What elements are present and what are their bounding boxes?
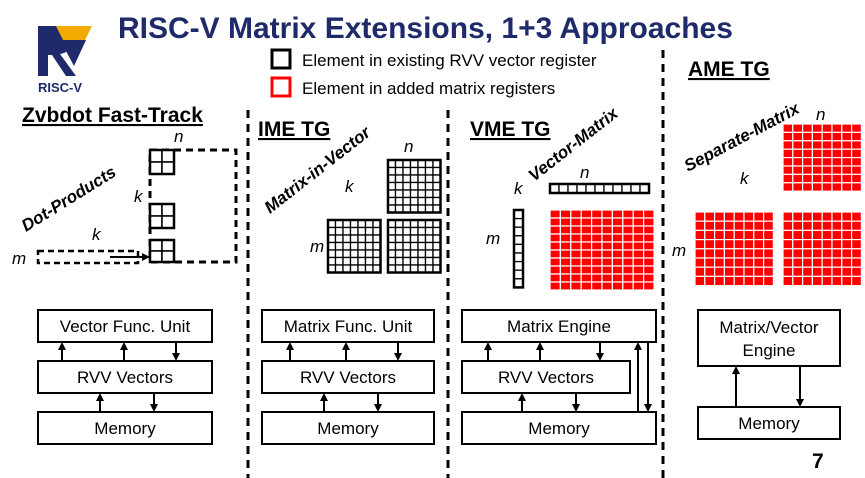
legend: Element in existing RVV vector register … — [270, 48, 597, 98]
blocks-vme: Matrix Engine RVV Vectors Memory — [461, 309, 657, 445]
dot-product-cells-bottom-left — [148, 238, 176, 264]
legend-red-swatch — [270, 76, 292, 98]
box-rvv-vectors-1-label: RVV Vectors — [77, 368, 173, 387]
box-memory-1 — [37, 411, 213, 445]
box-matrix-vector-engine — [697, 309, 841, 367]
diagram-label-zvbdot: Dot-Products — [18, 162, 119, 235]
dot-product-cells-mid-left — [148, 202, 176, 230]
box-matrix-vector-engine-label-2: Engine — [743, 341, 796, 360]
dot-product-cells — [148, 148, 176, 264]
dim-k-vertical-zvbdot: k — [134, 187, 144, 206]
ame-matrix-a — [694, 211, 774, 287]
logo-text: RISC-V — [38, 80, 82, 95]
heading-zvbdot: Zvbdot Fast-Track — [22, 104, 203, 127]
vme-matrix-red — [549, 209, 655, 291]
heading-vme: VME TG — [470, 118, 551, 141]
box-matrix-engine-label: Matrix Engine — [507, 317, 611, 336]
box-vector-func-unit — [37, 309, 213, 343]
box-matrix-engine — [461, 309, 657, 343]
box-matrix-vector-engine-label-1: Matrix/Vector — [719, 318, 819, 337]
section-ime: IME TG Matrix-in-Vector n k m — [258, 118, 442, 274]
slide-title: RISC-V Matrix Extensions, 1+3 Approaches — [118, 12, 733, 45]
dim-k-vme: k — [514, 179, 524, 198]
dim-k-ame: k — [740, 169, 750, 188]
legend-black-swatch — [270, 48, 292, 70]
box-memory-3-label: Memory — [528, 419, 590, 438]
box-rvv-vectors-2-label: RVV Vectors — [300, 368, 396, 387]
box-memory-4 — [697, 406, 841, 440]
section-zvbdot: Zvbdot Fast-Track Dot-Products n k k m — [12, 104, 238, 268]
ime-matrices — [326, 158, 442, 274]
dim-k-horizontal-zvbdot: k — [92, 225, 102, 244]
box-memory-2-label: Memory — [317, 419, 379, 438]
ame-matrices — [694, 123, 862, 287]
box-rvv-vectors-3 — [461, 360, 631, 394]
ime-matrix-b — [386, 158, 442, 214]
box-rvv-vectors-3-label: RVV Vectors — [498, 368, 594, 387]
dot-product-cells-top-left — [148, 148, 176, 176]
heading-ime: IME TG — [258, 118, 330, 141]
dim-n-zvbdot: n — [174, 127, 183, 146]
dim-k-ime: k — [345, 177, 355, 196]
dim-n-ame: n — [816, 105, 825, 124]
dim-m-zvbdot: m — [12, 249, 26, 268]
section-ame: Separate-Matrix n k m — [672, 98, 862, 287]
dim-m-ime: m — [310, 237, 324, 256]
blocks-ime: Matrix Func. Unit RVV Vectors Memory — [261, 309, 435, 445]
vme-matrices — [512, 182, 655, 291]
blocks-ame: Matrix/Vector Engine Memory — [697, 309, 841, 440]
dim-m-ame: m — [672, 241, 686, 260]
box-rvv-vectors-2 — [261, 360, 435, 394]
box-memory-1-label: Memory — [94, 419, 156, 438]
vme-vector-n — [548, 182, 651, 195]
box-matrix-func-unit — [261, 309, 435, 343]
diagram-label-vme: Vector-Matrix — [525, 103, 623, 185]
box-memory-2 — [261, 411, 435, 445]
dim-n-ime: n — [404, 137, 413, 156]
dim-n-vme: n — [580, 163, 589, 182]
page-number: 7 — [812, 450, 824, 473]
ame-tg-label: AME TG — [688, 58, 770, 81]
ame-matrix-c — [782, 211, 862, 287]
box-memory-4-label: Memory — [738, 414, 800, 433]
section-vme: VME TG Vector-Matrix n k m — [470, 103, 655, 291]
legend-black-label: Element in existing RVV vector register — [302, 51, 597, 70]
box-matrix-func-unit-label: Matrix Func. Unit — [284, 317, 413, 336]
ame-matrix-b — [782, 123, 862, 192]
legend-red-label: Element in added matrix registers — [302, 79, 555, 98]
ime-matrix-c — [386, 218, 442, 274]
dim-m-vme: m — [486, 229, 500, 248]
vme-vector-m — [512, 208, 525, 289]
blocks-zvbdot: Vector Func. Unit RVV Vectors Memory — [37, 309, 213, 445]
box-memory-3 — [461, 411, 657, 445]
ime-matrix-a — [326, 218, 382, 274]
risc-v-logo: RISC-V — [38, 26, 92, 95]
box-vector-func-unit-label: Vector Func. Unit — [60, 317, 191, 336]
